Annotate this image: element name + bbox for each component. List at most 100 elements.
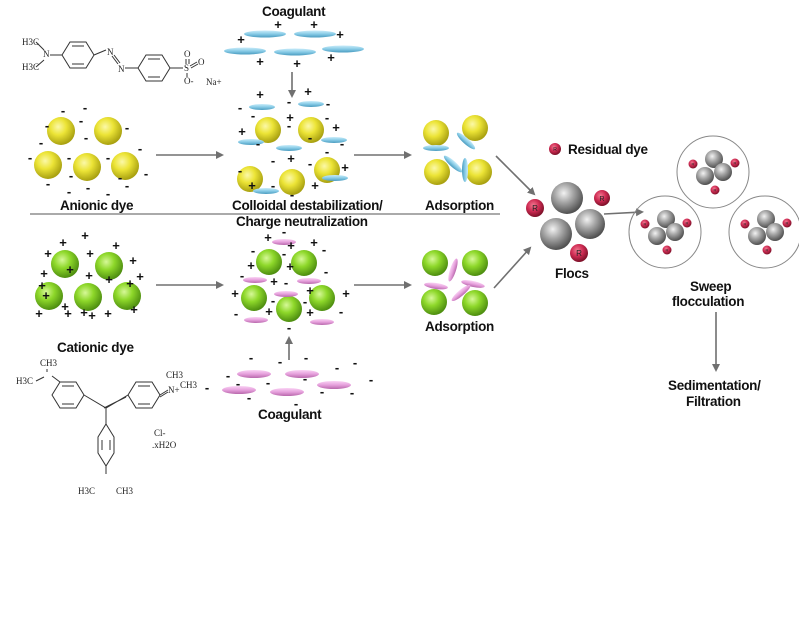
positive-charge: + <box>126 276 134 291</box>
positive-charge: + <box>264 230 272 245</box>
positive-charge: + <box>44 246 52 261</box>
positive-charge: + <box>130 302 138 317</box>
destabilized-anionic-cluster: +++++++++--------------- <box>237 84 349 202</box>
residual-dye-particle <box>740 219 750 229</box>
floc-particle <box>757 210 775 228</box>
negative-charge: - <box>339 304 343 319</box>
negative-charge: - <box>278 354 282 369</box>
negative-charge: - <box>326 96 330 111</box>
flocs-group: RRR <box>526 182 610 262</box>
negative-coagulant-rod <box>244 317 268 323</box>
negative-charge: - <box>256 136 260 151</box>
positive-coagulant-group: +++++++ <box>224 17 364 71</box>
negative-charge: - <box>271 293 275 308</box>
negative-charge: - <box>138 141 142 156</box>
positive-charge: + <box>336 27 344 42</box>
oxygen-minus-label: O- <box>184 76 194 86</box>
positive-coagulant-rod <box>423 145 449 151</box>
residual-dye-particle <box>594 190 610 206</box>
negative-charge: - <box>353 355 357 370</box>
negative-charge: - <box>290 187 294 202</box>
positive-coagulant-rod <box>294 30 336 38</box>
negative-charge: - <box>226 368 230 383</box>
negative-coagulant-rod <box>222 386 256 394</box>
positive-coagulant-rod <box>462 158 468 182</box>
cationic-dye-particle <box>35 282 63 310</box>
positive-charge: + <box>287 151 295 166</box>
positive-charge: + <box>256 54 264 69</box>
negative-charge: - <box>284 275 288 290</box>
negative-charge: - <box>39 135 43 150</box>
negative-coagulant-group: --------------- <box>205 350 373 411</box>
negative-charge: - <box>282 224 286 239</box>
cationic-dye-label: Cationic dye <box>57 340 134 355</box>
negative-charge: - <box>335 360 339 375</box>
floc-particle <box>696 167 714 185</box>
anionic-dye-particle <box>255 117 281 143</box>
adsorption-cationic-group <box>421 250 488 316</box>
azo-n1-label: N <box>107 47 114 57</box>
anionic-dye-cluster: ------------------- <box>28 100 148 201</box>
positive-coagulant-rod <box>276 145 302 151</box>
negative-coagulant-rod <box>317 381 351 389</box>
oxygen1-label: O <box>184 49 191 59</box>
azo-n2-label: N <box>118 64 125 74</box>
filtration-label: Filtration <box>686 394 741 409</box>
coagulant-top-label: Coagulant <box>262 4 326 19</box>
floc-particle <box>714 163 732 181</box>
negative-charge: - <box>238 100 242 115</box>
residual-dye-particle <box>730 158 740 168</box>
floc-particle <box>551 182 583 214</box>
positive-charge: + <box>86 246 94 261</box>
cationic-dye-particle <box>422 250 448 276</box>
positive-coagulant-rod <box>224 47 266 55</box>
negative-charge: - <box>271 178 275 193</box>
cationic-dye-particle <box>51 250 79 278</box>
negative-charge: - <box>308 130 312 145</box>
positive-charge: + <box>270 274 278 289</box>
cationic-dye-particle <box>421 289 447 315</box>
sulfur-label: S <box>184 63 189 73</box>
negative-charge: - <box>251 243 255 258</box>
anionic-dye-particle <box>34 151 62 179</box>
h3c-a-label: H3C <box>16 376 33 386</box>
negative-charge: - <box>304 350 308 365</box>
residual-dye-particle <box>782 218 792 228</box>
positive-charge: + <box>66 262 74 277</box>
negative-charge: - <box>106 150 110 165</box>
positive-charge: + <box>231 286 239 301</box>
floc-particle <box>657 210 675 228</box>
residual-marker: R <box>644 222 647 227</box>
positive-coagulant-rod <box>298 101 324 107</box>
negative-charge: - <box>294 396 298 411</box>
residual-marker: R <box>734 161 737 166</box>
negative-charge: - <box>125 120 129 135</box>
sweep-floc-circle <box>728 195 799 269</box>
positive-charge: + <box>248 178 256 193</box>
positive-charge: + <box>327 50 335 65</box>
negative-coagulant-rod <box>448 258 458 282</box>
cationic-dye-particle <box>241 285 267 311</box>
positive-charge: + <box>306 283 314 298</box>
cationic-dye-particle <box>256 249 282 275</box>
residual-dye-particle <box>662 245 672 255</box>
oxygen2-label: O <box>198 57 205 67</box>
residual-dye-legend: R Residual dye <box>549 142 649 157</box>
destabilized-cationic-cluster: +++++++++++------------ <box>231 224 350 335</box>
negative-charge: - <box>67 184 71 199</box>
anionic-dye-label: Anionic dye <box>60 198 134 213</box>
negative-charge: - <box>236 376 240 391</box>
negative-charge: - <box>369 372 373 387</box>
residual-dye-particle <box>640 219 650 229</box>
positive-coagulant-rod <box>321 137 347 143</box>
positive-charge: + <box>61 299 69 314</box>
negative-charge: - <box>320 384 324 399</box>
positive-charge: + <box>112 238 120 253</box>
positive-charge: + <box>59 235 67 250</box>
positive-charge: + <box>286 259 294 274</box>
positive-charge: + <box>38 278 46 293</box>
residual-dye-label: Residual dye <box>568 142 648 157</box>
positive-charge: + <box>64 306 72 321</box>
negative-charge: - <box>67 150 71 165</box>
positive-charge: + <box>105 272 113 287</box>
